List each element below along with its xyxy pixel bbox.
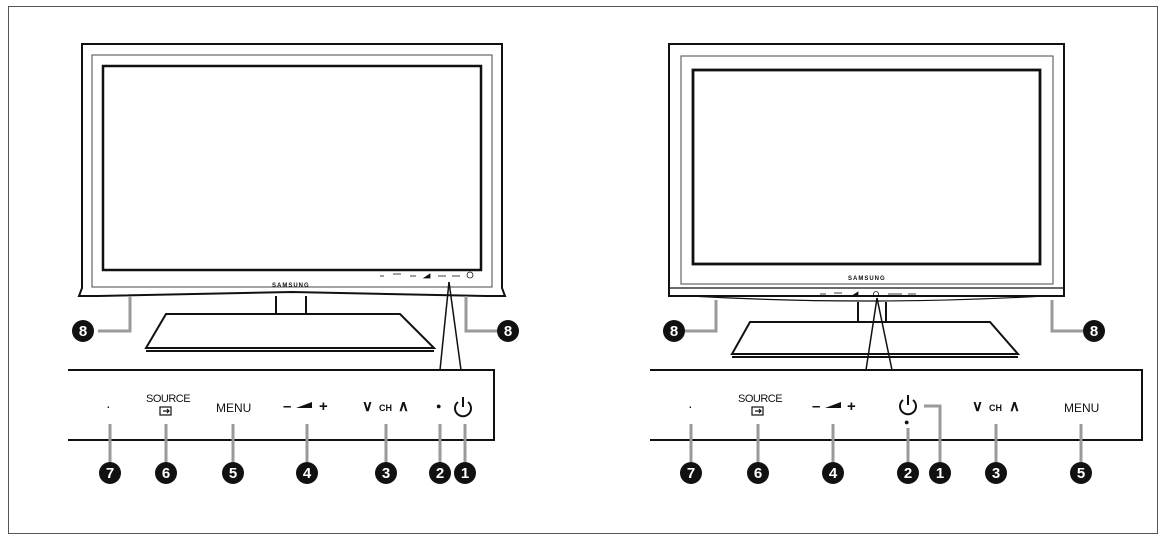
left-volume-ramp-icon — [296, 402, 312, 408]
left-tv-inner-bezel — [91, 54, 493, 288]
callout-2-left: 2 — [429, 462, 451, 484]
right-source-icon — [751, 406, 764, 416]
callout-5-left: 5 — [222, 462, 244, 484]
right-tv-bezel — [668, 43, 1065, 297]
left-tv-bezel — [77, 43, 507, 297]
left-volume-plus: + — [319, 398, 328, 415]
left-tv-stand-base — [144, 313, 437, 349]
right-volume-plus: + — [847, 398, 856, 415]
callout-8-left-a: 8 — [72, 320, 94, 342]
right-source-label: SOURCE — [738, 393, 783, 405]
callout-3-left: 3 — [375, 462, 397, 484]
right-tv-inner-bezel — [680, 55, 1054, 285]
right-channel-down: ∨ — [972, 398, 983, 415]
callout-8-right-a: 8 — [663, 320, 685, 342]
callout-8-left-b: 8 — [497, 320, 519, 342]
right-led-dot: ● — [904, 417, 910, 427]
right-control-panel — [650, 369, 1143, 462]
left-tv — [77, 43, 507, 371]
callout-6-left: 6 — [155, 462, 177, 484]
left-source-icon — [159, 406, 172, 416]
left-led-dot: ● — [436, 401, 442, 411]
right-sensor-dot: · — [688, 398, 693, 414]
left-menu-label: MENU — [216, 401, 252, 415]
right-volume-minus: – — [812, 398, 821, 415]
right-tv-brand: SAMSUNG — [848, 276, 886, 282]
callout-7-left: 7 — [99, 462, 121, 484]
right-channel-up: ∧ — [1009, 398, 1020, 415]
left-source-label: SOURCE — [146, 393, 191, 405]
right-menu-label: MENU — [1064, 401, 1100, 415]
left-ch-label: CH — [379, 403, 392, 413]
right-volume-ramp-icon — [825, 402, 841, 408]
callout-6-right: 6 — [747, 462, 769, 484]
right-tv-control-strip — [820, 291, 916, 297]
right-tv-stand-base — [730, 321, 1021, 355]
left-power-icon — [454, 397, 472, 418]
left-tv-brand: SAMSUNG — [272, 283, 310, 289]
right-tv-screen — [691, 68, 1042, 266]
callout-3-right: 3 — [985, 462, 1007, 484]
callout-4-left: 4 — [296, 462, 318, 484]
left-tv-control-strip — [380, 271, 474, 279]
callout-5-right: 5 — [1070, 462, 1092, 484]
callout-8-right-b: 8 — [1083, 320, 1105, 342]
left-channel-down: ∨ — [362, 398, 373, 415]
right-power-icon — [899, 395, 917, 416]
right-tv — [668, 43, 1083, 371]
left-channel-up: ∧ — [398, 398, 409, 415]
left-sensor-dot: · — [106, 398, 111, 414]
right-ch-label: CH — [989, 403, 1002, 413]
callout-4-right: 4 — [822, 462, 844, 484]
left-volume-minus: – — [283, 398, 292, 415]
callout-1-left: 1 — [454, 462, 476, 484]
callout-2-right: 2 — [897, 462, 919, 484]
callout-1-right: 1 — [929, 462, 951, 484]
left-tv-screen — [101, 64, 483, 272]
callout-7-right: 7 — [680, 462, 702, 484]
right-tv-bottom-strip — [669, 287, 1064, 302]
left-control-panel — [68, 369, 495, 462]
